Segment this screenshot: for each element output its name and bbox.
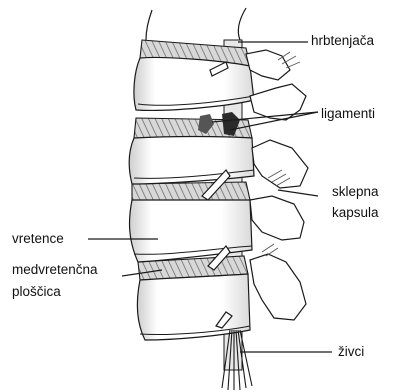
vertebra-1 (134, 57, 254, 110)
label-joint-capsule-line1: sklepna (332, 184, 379, 200)
process-4 (250, 196, 304, 240)
process-1 (246, 50, 290, 80)
label-joint-capsule-line2: kapsula (332, 205, 379, 221)
process-3 (252, 140, 308, 188)
label-spinal-cord: hrbtenjača (311, 33, 374, 49)
process-5 (250, 254, 306, 320)
label-disc-line1: medvretenčna (12, 262, 98, 278)
label-ligaments: ligamenti (321, 106, 375, 122)
label-nerves: živci (338, 344, 364, 360)
label-disc-line2: ploščica (12, 284, 61, 300)
disc-3 (132, 182, 250, 200)
vertebra-4 (137, 274, 250, 340)
cord-top (146, 8, 246, 40)
vertebra-3 (130, 200, 252, 262)
process-2 (250, 84, 306, 120)
label-vertebra: vretence (12, 231, 64, 247)
leader-sklepna (278, 190, 318, 196)
